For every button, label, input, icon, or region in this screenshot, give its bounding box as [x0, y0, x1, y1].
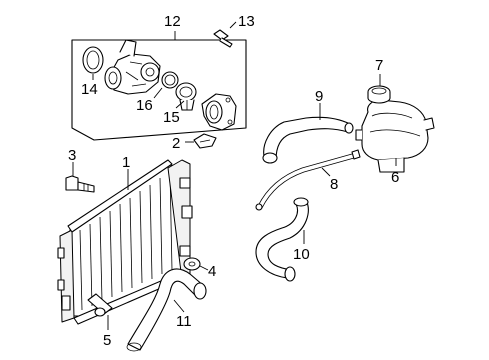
lower-radiator-hose — [126, 268, 207, 352]
hose-bracket — [193, 133, 217, 149]
callout-4: 4 — [208, 263, 216, 280]
thermostat-cover — [201, 93, 237, 131]
radiator-fins — [79, 171, 173, 311]
callout-13: 13 — [238, 13, 255, 30]
reservoir-cap — [367, 85, 391, 104]
leader-15 — [175, 100, 185, 109]
callout-9: 9 — [315, 88, 323, 105]
callout-10: 10 — [293, 246, 310, 263]
housing-bolt — [213, 29, 233, 48]
leader-4 — [199, 265, 209, 271]
radiator — [57, 159, 193, 325]
callout-12: 12 — [164, 13, 181, 30]
upper-radiator-hose — [262, 116, 354, 164]
callout-1: 1 — [122, 154, 130, 171]
thermostat-housing-group — [71, 31, 247, 141]
thermostat-seal — [161, 71, 179, 89]
leader-16 — [153, 87, 163, 99]
callout-15: 15 — [163, 109, 180, 126]
callout-2: 2 — [172, 135, 180, 152]
mount-grommet — [183, 257, 201, 271]
callout-11: 11 — [176, 313, 192, 330]
leader-13 — [229, 21, 237, 29]
bypass-hose — [255, 197, 309, 282]
housing-gasket — [82, 46, 104, 74]
overflow-tube — [255, 149, 361, 211]
callout-3: 3 — [68, 147, 76, 164]
drain-petcock — [87, 293, 113, 317]
callout-7: 7 — [375, 57, 383, 74]
callout-8: 8 — [330, 176, 338, 193]
callout-14: 14 — [81, 81, 98, 98]
callout-5: 5 — [103, 332, 111, 349]
callout-6: 6 — [391, 169, 399, 186]
callout-16: 16 — [136, 97, 153, 114]
drain-plug — [65, 162, 95, 193]
leader-11 — [173, 299, 185, 313]
thermostat — [175, 82, 197, 111]
leader-8 — [321, 167, 331, 177]
coolant-reservoir — [355, 99, 435, 173]
thermostat-housing — [104, 39, 161, 95]
